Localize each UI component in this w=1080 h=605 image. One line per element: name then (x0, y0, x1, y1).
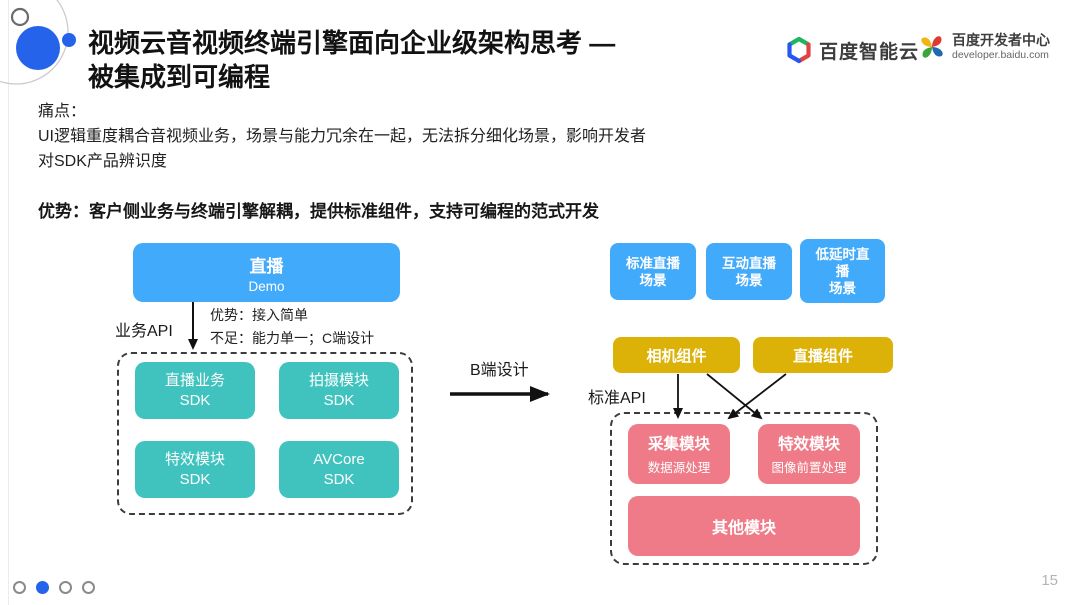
page-title: 视频云音视频终端引擎面向企业级架构思考 — 被集成到可编程 (88, 26, 615, 94)
scene-box-line1: 互动直播 (722, 255, 776, 271)
sdk-box-capture-module: 拍摄模块 SDK (279, 362, 399, 419)
pagination-dot-0[interactable] (13, 581, 26, 594)
pagination-dot-3[interactable] (82, 581, 95, 594)
module-box-collect: 采集模块 数据源处理 (628, 424, 730, 484)
sdk-box-name: AVCore (313, 450, 365, 468)
sdk-box-avcore: AVCore SDK (279, 441, 399, 498)
b-side-design-label: B端设计 (470, 362, 529, 379)
page-title-line2: 被集成到可编程 (88, 62, 271, 92)
module-box-subtitle: 数据源处理 (647, 461, 711, 475)
scene-box-line1: 低延时直播 (815, 246, 870, 279)
sdk-box-name: 拍摄模块 (308, 371, 369, 389)
decoration-blue-circle (16, 26, 60, 70)
live-demo-subtitle: Demo (248, 278, 285, 294)
pros-note: 优势：接入简单 (210, 307, 308, 323)
scene-box-low-latency-live: 低延时直播 场景 (800, 239, 885, 303)
baidu-developer-logo-text: 百度开发者中心 (952, 32, 1050, 48)
pain-point-line1: UI逻辑重度耦合音视频业务，场景与能力冗余在一起，无法拆分细化场景，影响开发者 (38, 128, 647, 145)
sdk-box-name: 直播业务 (164, 371, 225, 389)
baidu-developer-pinwheel-icon (921, 36, 943, 59)
baidu-cloud-logo: 百度智能云 (786, 36, 919, 64)
module-box-title: 特效模块 (777, 436, 840, 453)
pagination-dots (13, 581, 95, 594)
module-box-title: 采集模块 (647, 436, 710, 453)
baidu-developer-logo: 百度开发者中心 developer.baidu.com (919, 32, 1050, 62)
cons-note: 不足：能力单一；C端设计 (210, 330, 375, 346)
pain-point-block: 痛点： UI逻辑重度耦合音视频业务，场景与能力冗余在一起，无法拆分细化场景，影响… (38, 99, 646, 174)
pain-point-label: 痛点： (38, 103, 87, 120)
live-demo-title: 直播 (249, 256, 284, 276)
sdk-box-name: 特效模块 (164, 450, 225, 468)
scene-box-standard-live: 标准直播 场景 (610, 243, 696, 300)
page-title-line1: 视频云音视频终端引擎面向企业级架构思考 — (88, 28, 616, 58)
module-box-subtitle: 图像前置处理 (771, 461, 847, 475)
pain-point-line2: 对SDK产品辨识度 (38, 153, 167, 170)
scene-box-line2: 场景 (639, 272, 667, 288)
decoration-blue-dot (62, 33, 76, 47)
page-edge-line (8, 0, 9, 605)
scene-box-line2: 场景 (735, 272, 763, 288)
business-api-label: 业务API (115, 323, 173, 340)
decoration-arc (0, 0, 69, 85)
scene-box-line1: 标准直播 (626, 255, 680, 271)
pagination-dot-2[interactable] (59, 581, 72, 594)
decoration-ring-icon (10, 7, 30, 27)
standard-api-label: 标准API (588, 390, 646, 407)
advantage-line: 优势：客户侧业务与终端引擎解耦，提供标准组件，支持可编程的范式开发 (38, 202, 599, 221)
baidu-cloud-hexagon-icon (787, 36, 811, 64)
module-box-other: 其他模块 (628, 496, 860, 556)
scene-box-interactive-live: 互动直播 场景 (706, 243, 792, 300)
baidu-cloud-logo-text: 百度智能云 (819, 41, 920, 63)
baidu-developer-logo-url: developer.baidu.com (952, 49, 1049, 62)
pagination-dot-1[interactable] (36, 581, 49, 594)
component-box-live: 直播组件 (753, 337, 893, 373)
page-number: 15 (1041, 572, 1058, 589)
sdk-box-suffix: SDK (179, 391, 211, 409)
sdk-box-suffix: SDK (323, 391, 355, 409)
live-demo-box: 直播 Demo (133, 243, 400, 302)
sdk-box-live-business: 直播业务 SDK (135, 362, 255, 419)
sdk-box-effects-module: 特效模块 SDK (135, 441, 255, 498)
sdk-group-container (117, 352, 413, 515)
scene-box-line2: 场景 (829, 280, 856, 296)
sdk-box-suffix: SDK (179, 470, 211, 488)
module-box-effects: 特效模块 图像前置处理 (758, 424, 860, 484)
component-box-camera: 相机组件 (613, 337, 740, 373)
sdk-box-suffix: SDK (323, 470, 355, 488)
